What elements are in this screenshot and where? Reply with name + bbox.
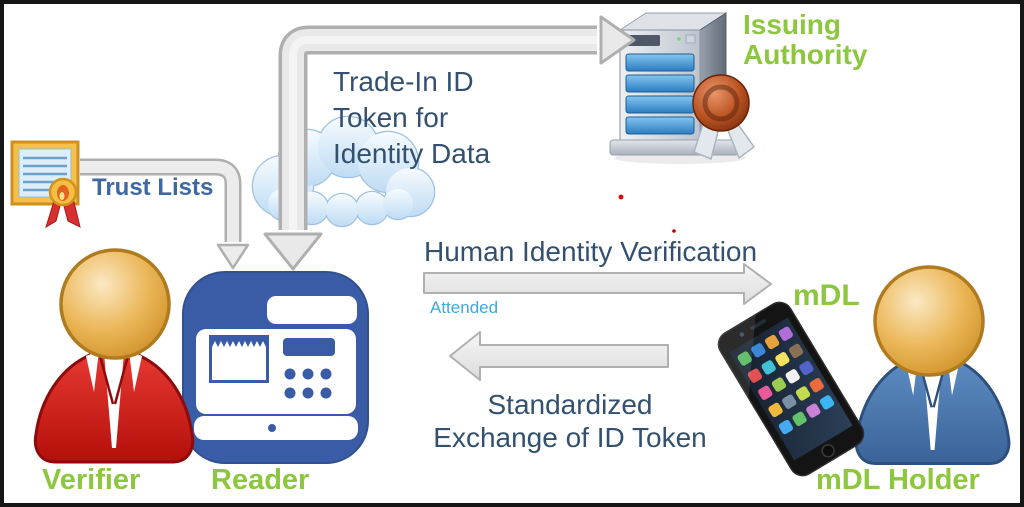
red-dot bbox=[618, 194, 624, 200]
attended-label: Attended bbox=[430, 298, 499, 317]
red-dot bbox=[672, 229, 676, 233]
wax-seal-icon bbox=[692, 74, 756, 161]
mdl-label: mDL bbox=[793, 279, 860, 312]
issuing-authority-label: Issuing Authority bbox=[743, 10, 867, 70]
standardized-exchange-label: Standardized Exchange of ID Token bbox=[420, 388, 720, 454]
arrowhead-to-reader bbox=[263, 232, 323, 271]
arrowhead-to-server bbox=[599, 15, 636, 65]
human-verification-arrow bbox=[423, 263, 772, 305]
arrowhead-trust-to-reader bbox=[216, 243, 250, 270]
trust-list-certificate-icon bbox=[10, 140, 81, 229]
standardized-line2: Exchange of ID Token bbox=[433, 422, 707, 453]
verifier-label: Verifier bbox=[42, 464, 141, 496]
verifier-person-icon bbox=[33, 248, 195, 464]
issuing-authority-line1: Issuing bbox=[743, 9, 842, 40]
standardized-exchange-arrow bbox=[449, 331, 669, 381]
trust-lists-pipe bbox=[80, 158, 250, 270]
mdl-holder-label: mDL Holder bbox=[816, 464, 980, 496]
issuing-authority-line2: Authority bbox=[743, 39, 868, 70]
card-reader-terminal-icon bbox=[182, 271, 369, 464]
reader-label: Reader bbox=[211, 464, 310, 496]
standardized-line1: Standardized bbox=[487, 389, 653, 420]
trade-in-line3: Identity Data bbox=[333, 138, 491, 169]
human-verification-label: Human Identity Verification bbox=[424, 236, 758, 267]
trust-lists-label: Trust Lists bbox=[92, 174, 214, 201]
trade-in-line1: Trade-In ID bbox=[333, 66, 474, 97]
mdl-holder-person-icon bbox=[854, 265, 1011, 465]
trade-in-token-label: Trade-In ID Token for Identity Data bbox=[333, 64, 490, 172]
smartphone-icon bbox=[713, 301, 865, 477]
trade-in-line2: Token for bbox=[333, 102, 449, 133]
issuing-authority-server-icon bbox=[609, 12, 756, 164]
trade-in-token-pipe bbox=[263, 15, 636, 271]
